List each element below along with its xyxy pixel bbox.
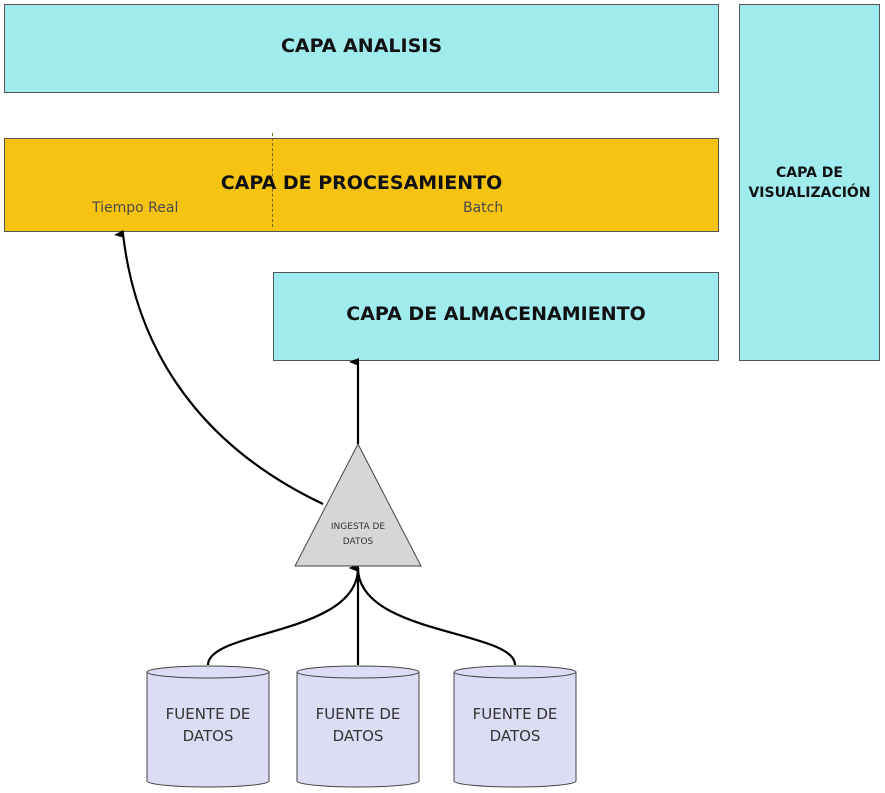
realtime-batch-divider (272, 133, 273, 227)
ingesta-triangle (294, 442, 422, 567)
data-source-label-1: FUENTE DE DATOS (147, 703, 269, 747)
data-source-cylinder-1 (146, 665, 270, 788)
arrow-source-1-to-ingesta (206, 564, 360, 666)
data-source-1-line2: DATOS (182, 727, 234, 745)
layer-visualizacion: CAPA DE VISUALIZACIÓN (739, 4, 880, 361)
data-source-cylinder-2 (296, 665, 420, 788)
layer-almacenamiento: CAPA DE ALMACENAMIENTO (273, 272, 719, 361)
data-source-3-line1: FUENTE DE (472, 705, 558, 723)
layer-analisis: CAPA ANALISIS (4, 4, 719, 93)
layer-visualizacion-line2: VISUALIZACIÓN (748, 185, 871, 201)
batch-label: Batch (463, 200, 504, 216)
layer-almacenamiento-title: CAPA DE ALMACENAMIENTO (346, 303, 646, 325)
data-source-2-line2: DATOS (332, 727, 384, 745)
realtime-label: Tiempo Real (92, 200, 179, 216)
layer-analisis-title: CAPA ANALISIS (280, 35, 443, 57)
arrow-source-3-to-ingesta (349, 563, 517, 666)
ingesta-label-line1: INGESTA DE (330, 522, 386, 532)
ingesta-label: INGESTA DE DATOS (309, 520, 407, 550)
data-source-label-2: FUENTE DE DATOS (297, 703, 419, 747)
data-source-2-line1: FUENTE DE (315, 705, 401, 723)
arrow-ingesta-to-realtime (114, 229, 324, 505)
data-source-3-line2: DATOS (489, 727, 541, 745)
layer-visualizacion-line1: CAPA DE (776, 165, 843, 181)
data-source-cylinder-3 (453, 665, 577, 788)
layer-procesamiento: CAPA DE PROCESAMIENTO Tiempo Real Batch (4, 133, 719, 232)
ingesta-label-line2: DATOS (342, 537, 374, 547)
data-source-1-line1: FUENTE DE (165, 705, 251, 723)
layer-visualizacion-title: CAPA DE VISUALIZACIÓN (740, 163, 879, 203)
layer-procesamiento-title: CAPA DE PROCESAMIENTO (220, 172, 503, 194)
data-source-label-3: FUENTE DE DATOS (454, 703, 576, 747)
